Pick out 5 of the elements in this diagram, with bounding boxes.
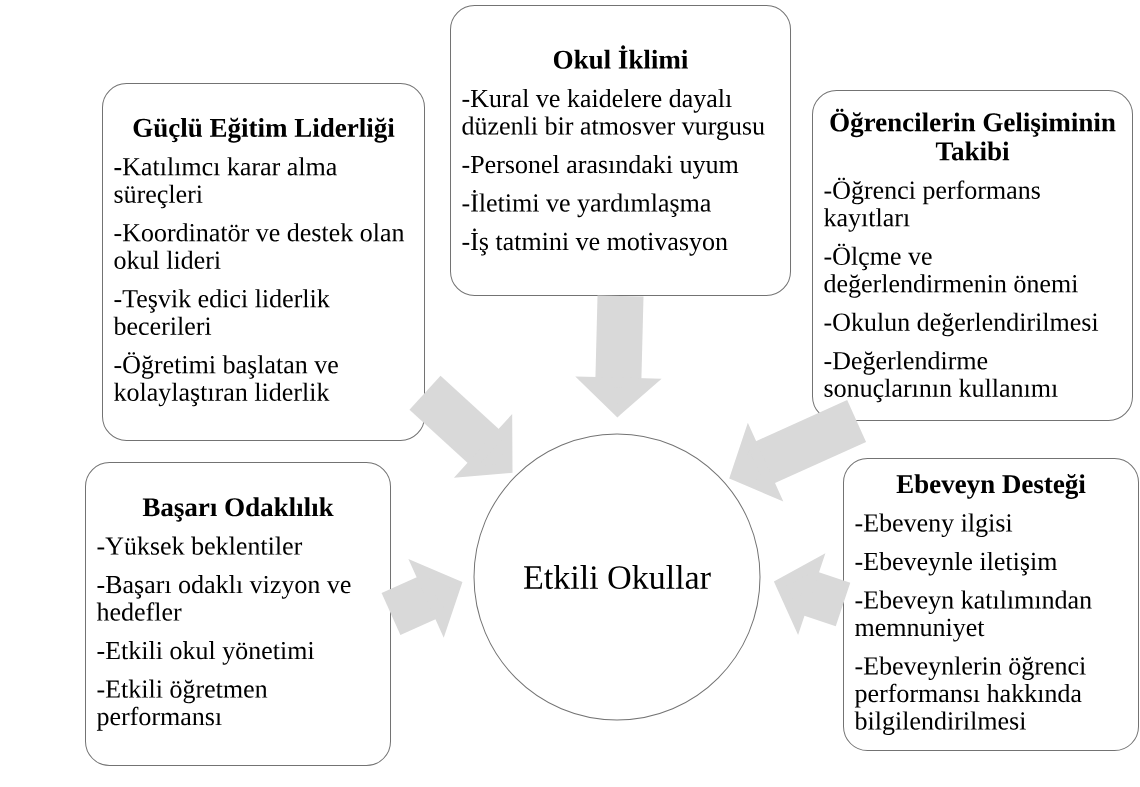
rounded-box: Ebeveyn Desteği -Ebeveny ilgisi -Ebeveynle iletişim -Ebeveyn katılımından memnuniyet -Ebeveynlerin öğrenci performansı hakkında bilgilendirilmesi <box>843 458 1139 751</box>
rounded-box: Okul İklimi -Kural ve kaidelere dayalı düzenli bir atmosver vurgusu -Personel arasındaki uyum -İletimi ve yardımlaşma -İş tatmini ve motivasyon <box>450 5 791 296</box>
rounded-box: Başarı Odaklılık -Yüksek beklentiler -Başarı odaklı vizyon ve hedefler -Etkili okul yönetimi -Etkili öğretmen performansı <box>85 462 391 766</box>
rounded-box: Öğrencilerin Gelişiminin Takibi -Öğrenci performans kayıtları -Ölçme ve değerlendirmenin önemi -Okulun değerlendirilmesi -Değerlendirme sonuçlarının kullanımı <box>812 90 1133 421</box>
rounded-box: Güçlü Eğitim Liderliği -Katılımcı karar alma süreçleri -Koordinatör ve destek olan okul lideri -Teşvik edici liderlik becerileri -Öğretimi başlatan ve kolaylaştıran liderlik <box>102 83 425 441</box>
